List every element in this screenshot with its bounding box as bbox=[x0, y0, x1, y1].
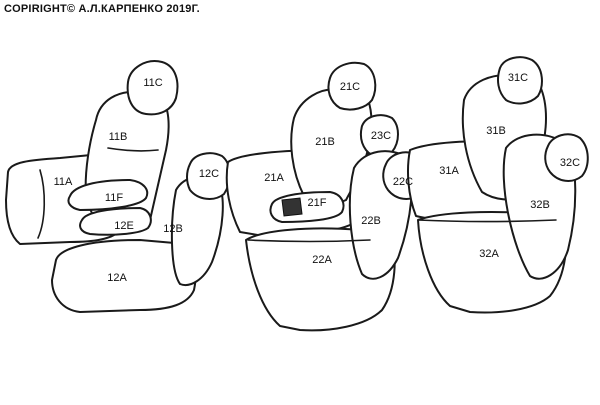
label-23C: 23C bbox=[371, 130, 391, 142]
label-11C: 11C bbox=[143, 77, 162, 89]
label-32B: 32B bbox=[530, 199, 550, 211]
seam-line bbox=[247, 239, 371, 243]
label-12A: 12A bbox=[107, 272, 127, 284]
part-12A bbox=[51, 239, 197, 313]
part-32C bbox=[544, 133, 589, 182]
label-32A: 32A bbox=[479, 248, 499, 260]
part-21C bbox=[327, 61, 377, 111]
part-labels: 11C 11B 11A 11F 12E 12C 12B 12A 21C 21B … bbox=[54, 72, 581, 284]
label-12E: 12E bbox=[114, 220, 134, 232]
label-21F: 21F bbox=[308, 197, 327, 209]
seam-line bbox=[417, 219, 557, 223]
seam-line bbox=[107, 147, 159, 152]
part-11F bbox=[67, 179, 149, 211]
label-31A: 31A bbox=[439, 165, 459, 177]
label-21A: 21A bbox=[264, 172, 284, 184]
part-12C bbox=[186, 152, 231, 200]
label-11A: 11A bbox=[54, 176, 73, 188]
seat-group-3 bbox=[407, 56, 589, 314]
label-11F: 11F bbox=[105, 192, 123, 204]
label-12C: 12C bbox=[199, 168, 219, 180]
label-22A: 22A bbox=[312, 254, 332, 266]
label-11B: 11B bbox=[109, 131, 128, 143]
label-21C: 21C bbox=[340, 81, 360, 93]
seam-line bbox=[37, 169, 46, 239]
label-32C: 32C bbox=[560, 157, 580, 169]
label-31B: 31B bbox=[486, 125, 506, 137]
label-31C: 31C bbox=[508, 72, 528, 84]
label-22B: 22B bbox=[361, 215, 381, 227]
seat-group-1 bbox=[5, 60, 231, 313]
seat-group-2 bbox=[225, 61, 427, 332]
armrest-control-icon bbox=[281, 197, 303, 217]
label-12B: 12B bbox=[163, 223, 183, 235]
label-22C: 22C bbox=[393, 176, 413, 188]
part-11C bbox=[126, 60, 179, 116]
part-12E bbox=[79, 207, 152, 236]
label-21B: 21B bbox=[315, 136, 335, 148]
copyright-text: COPIRIGHT© А.Л.КАРПЕНКО 2019Г. bbox=[4, 3, 200, 15]
part-31C bbox=[497, 56, 543, 105]
